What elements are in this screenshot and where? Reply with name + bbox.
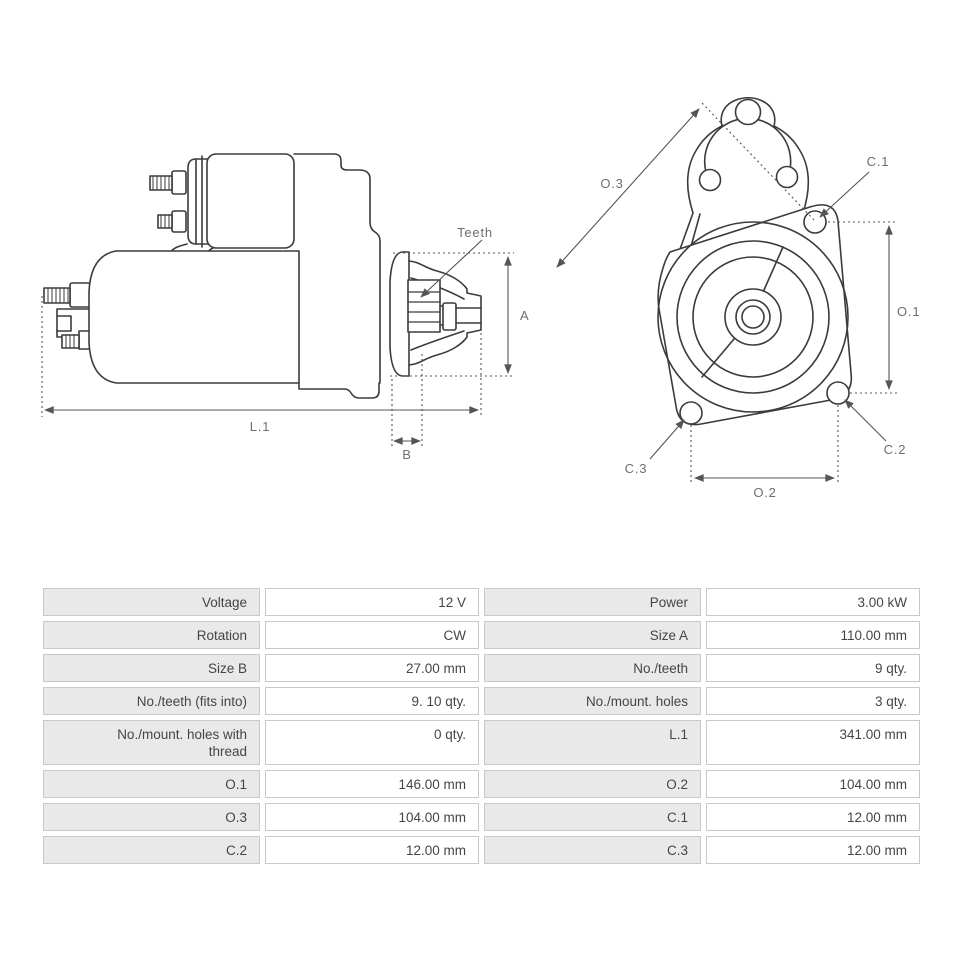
spec-value-c3: 12.00 mm: [706, 836, 920, 864]
mounting-flange: [657, 204, 853, 426]
motor-body: [88, 250, 300, 384]
teeth-label: Teeth: [457, 225, 493, 240]
hole-c2: [826, 381, 850, 405]
mounting-bell: [686, 96, 810, 214]
spec-label-no-teeth: No./teeth: [484, 654, 701, 682]
solenoid-terminal-studs: [149, 170, 187, 233]
spec-label-o2: O.2: [484, 770, 701, 798]
spec-label-teeth-fits-into: No./teeth (fits into): [43, 687, 260, 715]
spec-label-mount-holes-thread: No./mount. holes with thread: [43, 720, 260, 765]
spec-value-voltage: 12 V: [265, 588, 479, 616]
spec-value-o1: 146.00 mm: [265, 770, 479, 798]
front-view-dimensions: [556, 102, 897, 484]
dim-b-label: B: [402, 447, 411, 462]
spec-value-size-b: 27.00 mm: [265, 654, 479, 682]
spec-value-c1: 12.00 mm: [706, 803, 920, 831]
spec-value-power: 3.00 kW: [706, 588, 920, 616]
solenoid: [170, 153, 295, 253]
front-view-drawing: [657, 96, 853, 426]
spec-label-size-a: Size A: [484, 621, 701, 649]
spec-value-mount-holes-thread: 0 qty.: [265, 720, 479, 765]
bottom-bracket: [298, 382, 380, 399]
spec-label-c3: C.3: [484, 836, 701, 864]
spec-value-o2: 104.00 mm: [706, 770, 920, 798]
spec-label-c1: C.1: [484, 803, 701, 831]
spec-label-l1: L.1: [484, 720, 701, 765]
flange-circles: [657, 221, 849, 413]
bell-hole-top: [734, 98, 762, 126]
spec-label-mount-holes: No./mount. holes: [484, 687, 701, 715]
spec-value-size-a: 110.00 mm: [706, 621, 920, 649]
dim-o3-label: O.3: [600, 176, 623, 191]
dim-c1-label: C.1: [867, 154, 890, 169]
spec-value-rotation: CW: [265, 621, 479, 649]
spec-label-rotation: Rotation: [43, 621, 260, 649]
starter-motor-drawings: Teeth A L.1 B: [41, 96, 920, 500]
spec-value-c2: 12.00 mm: [265, 836, 479, 864]
spec-label-c2: C.2: [43, 836, 260, 864]
spec-label-o1: O.1: [43, 770, 260, 798]
side-view-labels: Teeth A L.1 B: [250, 225, 529, 462]
spec-value-mount-holes: 3 qty.: [706, 687, 920, 715]
dim-o2-label: O.2: [753, 485, 776, 500]
spec-label-o3: O.3: [43, 803, 260, 831]
spec-value-teeth-fits-into: 9. 10 qty.: [265, 687, 479, 715]
spec-label-power: Power: [484, 588, 701, 616]
body-terminal-stud: [43, 282, 94, 350]
dim-l1-label: L.1: [250, 419, 270, 434]
front-view-labels: O.3 C.1 O.1 C.2 C.3 O.2: [600, 154, 920, 500]
spec-label-voltage: Voltage: [43, 588, 260, 616]
specs-table: Voltage 12 V Power 3.00 kW Rotation CW S…: [43, 588, 920, 864]
spec-label-size-b: Size B: [43, 654, 260, 682]
dim-a-label: A: [520, 308, 529, 323]
drive-housing: [407, 260, 482, 366]
rear-bracket: [293, 153, 381, 384]
hole-c3: [679, 401, 703, 425]
side-view-drawing: [43, 153, 482, 399]
dim-c3-label: C.3: [625, 461, 648, 476]
dim-o1-label: O.1: [897, 304, 920, 319]
spec-value-l1: 341.00 mm: [706, 720, 920, 765]
side-view-dimensions: [41, 239, 514, 448]
bell-hole-right: [775, 165, 799, 189]
spec-value-o3: 104.00 mm: [265, 803, 479, 831]
drive-flange: [389, 251, 410, 377]
bell-hole-left: [698, 168, 722, 192]
spec-value-no-teeth: 9 qty.: [706, 654, 920, 682]
dim-c2-label: C.2: [884, 442, 907, 457]
